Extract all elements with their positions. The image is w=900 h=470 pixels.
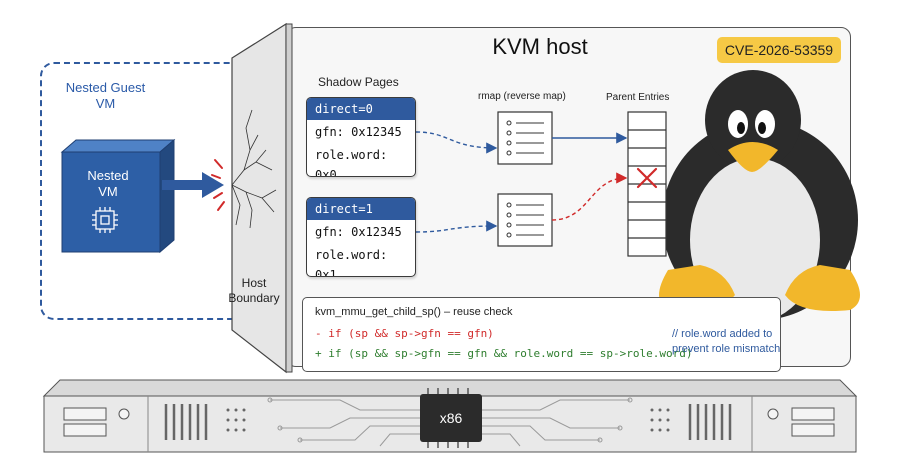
- parent-entries-title: Parent Entries: [606, 92, 670, 103]
- nested-guest-label-line1: Nested Guest: [65, 80, 146, 95]
- code-comment: // role.word added to prevent role misma…: [672, 327, 790, 357]
- shadow-pages-title: Shadow Pages: [318, 75, 399, 89]
- shadow-page-header: direct=1: [307, 198, 415, 220]
- code-patch-box: [302, 297, 781, 372]
- attack-arrow-icon: [162, 172, 224, 198]
- nested-vm-label-line2: VM: [98, 184, 118, 199]
- shadow-page-header: direct=0: [307, 98, 415, 120]
- vent-slots-icon: [688, 404, 732, 440]
- rmap-list-icon: [497, 193, 553, 247]
- host-boundary-wall: [211, 22, 293, 374]
- cpu-label: x86: [439, 410, 463, 426]
- vent-slots-icon: [164, 404, 208, 440]
- server-chassis: [42, 379, 858, 453]
- impact-spark-icon: [211, 159, 225, 211]
- rmap-title: rmap (reverse map): [478, 91, 566, 102]
- kvm-host-title: KVM host: [492, 34, 588, 59]
- shadow-page-role: role.word: 0x1: [315, 248, 388, 277]
- shadow-page-role: role.word: 0x0: [315, 148, 388, 177]
- nested-guest-label: Nested Guest VM: [58, 80, 153, 112]
- nested-guest-label-line2: VM: [95, 96, 116, 111]
- shadow-to-rmap-arrow: [415, 220, 498, 233]
- tux-penguin-icon: [659, 70, 860, 322]
- host-boundary-label-line2: Boundary: [228, 291, 280, 305]
- power-button-icon: [767, 408, 779, 420]
- shadow-to-rmap-arrow: [415, 131, 498, 154]
- chip-icon: [92, 207, 118, 233]
- code-comment-line1: // role.word added to: [672, 328, 773, 340]
- shadow-page-gfn: gfn: 0x12345: [315, 225, 402, 239]
- shadow-page-direct1: direct=1 gfn: 0x12345 role.word: 0x1: [306, 197, 416, 277]
- shadow-page-direct0: direct=0 gfn: 0x12345 role.word: 0x0: [306, 97, 416, 177]
- host-boundary-label-line1: Host: [241, 276, 267, 290]
- rmap-list-icon: [497, 111, 553, 165]
- nested-guest-region: [40, 62, 275, 320]
- drive-bay-icon: [63, 407, 107, 437]
- nested-vm-cube: [60, 138, 176, 254]
- rmap-to-parent-error-arrow: [551, 172, 628, 221]
- parent-entries-table: [627, 111, 667, 257]
- mismatch-x-icon: [636, 167, 658, 189]
- code-added-line: + if (sp && sp->gfn == gfn && role.word …: [315, 347, 693, 360]
- host-boundary-label: Host Boundary: [222, 276, 286, 306]
- shadow-page-gfn: gfn: 0x12345: [315, 125, 402, 139]
- code-patch-title: kvm_mmu_get_child_sp() – reuse check: [315, 306, 513, 318]
- code-removed-line: - if (sp && sp->gfn == gfn): [315, 327, 494, 340]
- code-comment-line2: prevent role mismatch: [672, 343, 781, 355]
- drive-bay-icon: [791, 407, 835, 437]
- status-dots-icon: [226, 408, 670, 432]
- nested-vm-label-line1: Nested: [87, 168, 129, 183]
- nested-vm-label: Nested VM: [68, 168, 148, 200]
- crack-icon: [231, 109, 277, 229]
- cve-badge: CVE-2026-53359: [717, 37, 841, 63]
- cpu-chip-icon: [420, 388, 482, 448]
- circuit-traces-icon: [267, 397, 633, 447]
- power-button-icon: [118, 408, 130, 420]
